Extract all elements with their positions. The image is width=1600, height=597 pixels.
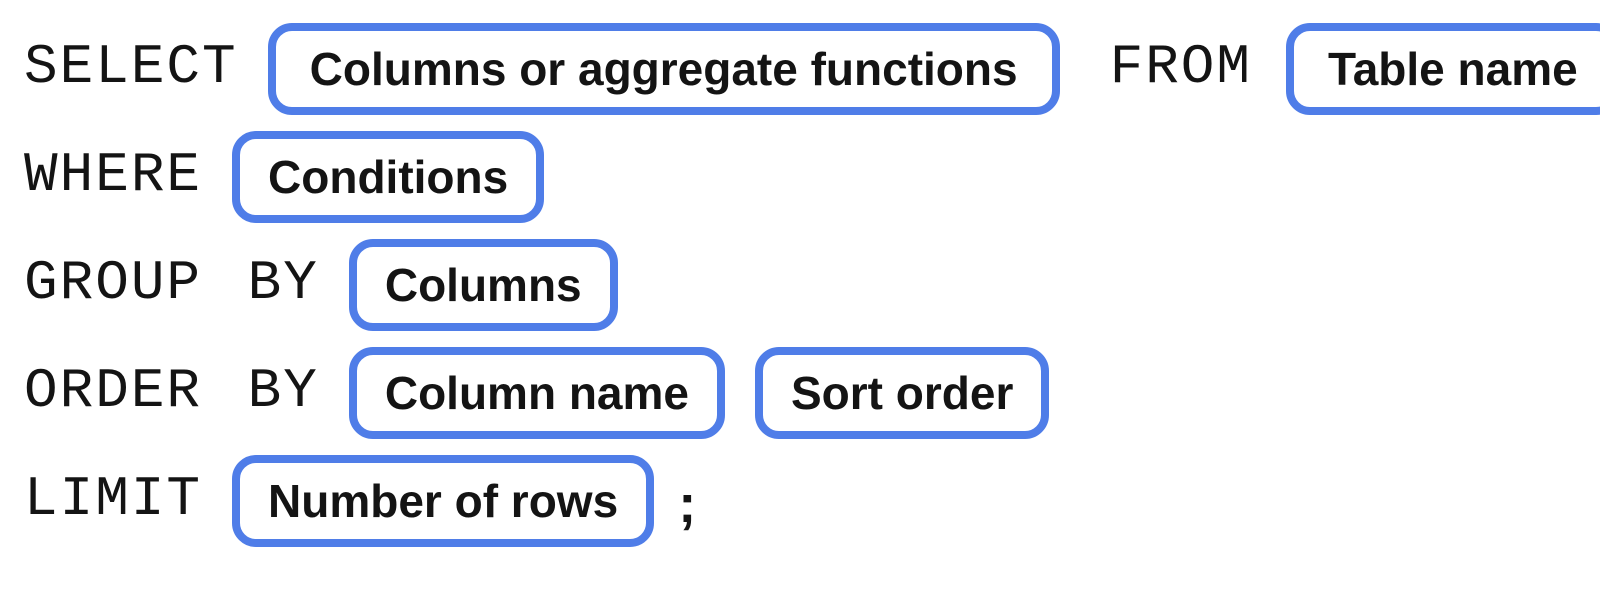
placeholder-conditions: Conditions [232,131,545,223]
syntax-row-where: WHERE Conditions [24,131,1580,223]
syntax-row-select: SELECT Columns or aggregate functions FR… [24,23,1600,115]
keyword-where: WHERE [24,143,203,207]
keyword-order-by: ORDER BY [24,359,319,423]
syntax-row-order-by: ORDER BY Column name Sort order [24,347,1580,439]
placeholder-group-by-columns: Columns [348,239,618,331]
syntax-row-group-by: GROUP BY Columns [24,239,1580,331]
syntax-row-limit: LIMIT Number of rows ; [24,455,1580,547]
placeholder-select-columns: Columns or aggregate functions [267,23,1060,115]
placeholder-order-by-column: Column name [348,347,725,439]
keyword-limit: LIMIT [24,467,203,531]
placeholder-table-name: Table name [1286,23,1600,115]
keyword-from: FROM [1109,35,1253,99]
statement-terminator: ; [678,474,697,534]
placeholder-limit-rows: Number of rows [232,455,655,547]
keyword-group-by: GROUP BY [24,251,319,315]
placeholder-sort-order: Sort order [755,347,1050,439]
keyword-select: SELECT [24,35,238,99]
